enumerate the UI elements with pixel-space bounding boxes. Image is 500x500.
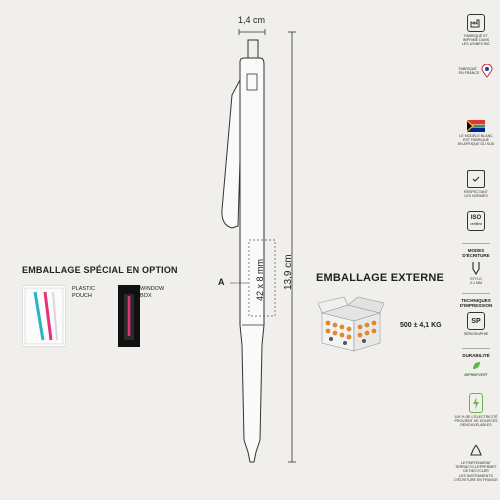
print-area-label: 42 x 8 mm [255,258,265,301]
document-check-icon [467,170,485,188]
width-label: 1,4 cm [238,15,266,25]
print-area-box [248,239,276,317]
printing-techniques-item: TECHNIQUES D'IMPRESSION SP SÉRIGRAPHIE [459,298,493,336]
iso-badge-icon: ISO certified [467,211,485,231]
plastic-pouch-image [22,285,66,347]
product-info-sidebar: FABRIQUÉ ET IMPRIMÉ DANS LES USINES BIC … [452,8,500,500]
pen-clip [221,79,241,229]
durability-item: DURABILITÉ IMPRIM'VERT [462,353,490,377]
battery-bolt-icon [469,393,483,413]
screen-print-badge-icon: SP [467,312,485,330]
print-marker: A [218,277,225,287]
plastic-pouch-label: PLASTIC POUCH [72,286,95,299]
pen-plunger [247,39,259,61]
ballpoint-tip-icon [472,262,480,275]
special-packaging-title: EMBALLAGE SPÉCIAL EN OPTION [22,265,178,275]
external-box-image [317,295,385,353]
recycle-icon [470,444,482,456]
clip-window [246,73,258,91]
standards-item: RESPECTANT LES NORMES [452,170,500,198]
south-africa-item: LE MODÈLE BLANC EST FABRIQUÉ EN AFRIQUE … [452,120,500,147]
writing-modes-item: MODES D'ÉCRITURE STYLO 0.1 MM [462,248,490,286]
height-label: 13,9 cm [283,254,294,290]
window-box-label: WINDOW BOX [140,286,165,299]
renewable-electricity-item: 100 % DE L'ÉLECTRICITÉ PROVIENT DE SOURC… [452,393,500,428]
pen-body [239,57,265,463]
leaf-icon [473,362,480,369]
window-box-image [118,285,140,347]
south-africa-flag-icon [467,120,485,132]
terracycle-item: LE PARTENARIAT TERRACYCLE®PERMET DE RECY… [452,443,500,482]
external-packaging-title: EMBALLAGE EXTERNE [316,272,445,284]
map-pin-icon [481,64,493,78]
factory-icon [467,14,485,32]
iso-item: ISO certified [452,211,500,231]
external-packaging-quantity: 500 ± 4,1 KG [400,322,442,329]
made-in-france-item: FABRIQUÉ EN FRANCE [452,64,500,78]
bic-factory-item: FABRIQUÉ ET IMPRIMÉ DANS LES USINES BIC [452,14,500,47]
